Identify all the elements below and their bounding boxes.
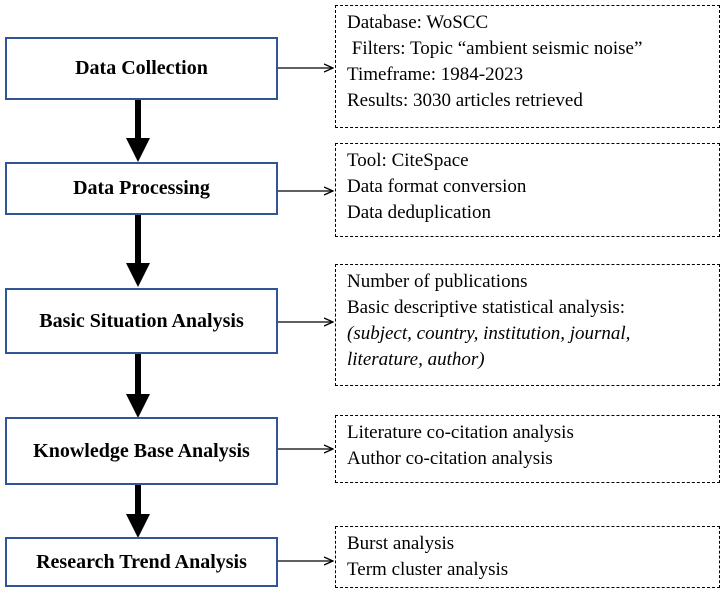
step-label: Basic Situation Analysis xyxy=(39,309,244,332)
note-line: Tool: CiteSpace xyxy=(347,150,469,171)
note-line: Data format conversion xyxy=(347,176,527,197)
step-label: Knowledge Base Analysis xyxy=(33,439,250,462)
note-line: Term cluster analysis xyxy=(347,559,509,580)
note-data-collection: Database: WoSCC Filters: Topic “ambient … xyxy=(335,5,720,128)
note-line: Basic descriptive statistical analysis: xyxy=(347,297,626,318)
step-knowledge-base-analysis: Knowledge Base Analysis xyxy=(5,417,278,485)
step-research-trend-analysis: Research Trend Analysis xyxy=(5,537,278,587)
step-data-collection: Data Collection xyxy=(5,37,278,100)
step-data-processing: Data Processing xyxy=(5,162,278,215)
note-knowledge-base-analysis: Literature co-citation analysis Author c… xyxy=(335,415,720,483)
note-line: Database: WoSCC xyxy=(347,12,489,33)
note-line: Filters: Topic “ambient seismic noise” xyxy=(347,38,643,59)
step-label: Data Processing xyxy=(73,177,210,199)
note-line: Number of publications xyxy=(347,271,528,292)
note-line: Data deduplication xyxy=(347,202,492,223)
step-basic-situation-analysis: Basic Situation Analysis xyxy=(5,288,278,354)
note-line: (subject, country, institution, journal, xyxy=(347,323,631,344)
note-line: Literature co-citation analysis xyxy=(347,422,574,443)
note-line: Timeframe: 1984-2023 xyxy=(347,64,524,85)
note-basic-situation-analysis: Number of publications Basic descriptive… xyxy=(335,264,720,386)
step-label: Research Trend Analysis xyxy=(36,550,247,573)
note-line: literature, author) xyxy=(347,349,485,370)
step-label: Data Collection xyxy=(75,57,208,79)
note-line: Burst analysis xyxy=(347,533,455,554)
note-research-trend-analysis: Burst analysis Term cluster analysis xyxy=(335,526,720,588)
note-line: Results: 3030 articles retrieved xyxy=(347,90,583,111)
note-data-processing: Tool: CiteSpace Data format conversion D… xyxy=(335,143,720,237)
note-line: Author co-citation analysis xyxy=(347,448,553,469)
